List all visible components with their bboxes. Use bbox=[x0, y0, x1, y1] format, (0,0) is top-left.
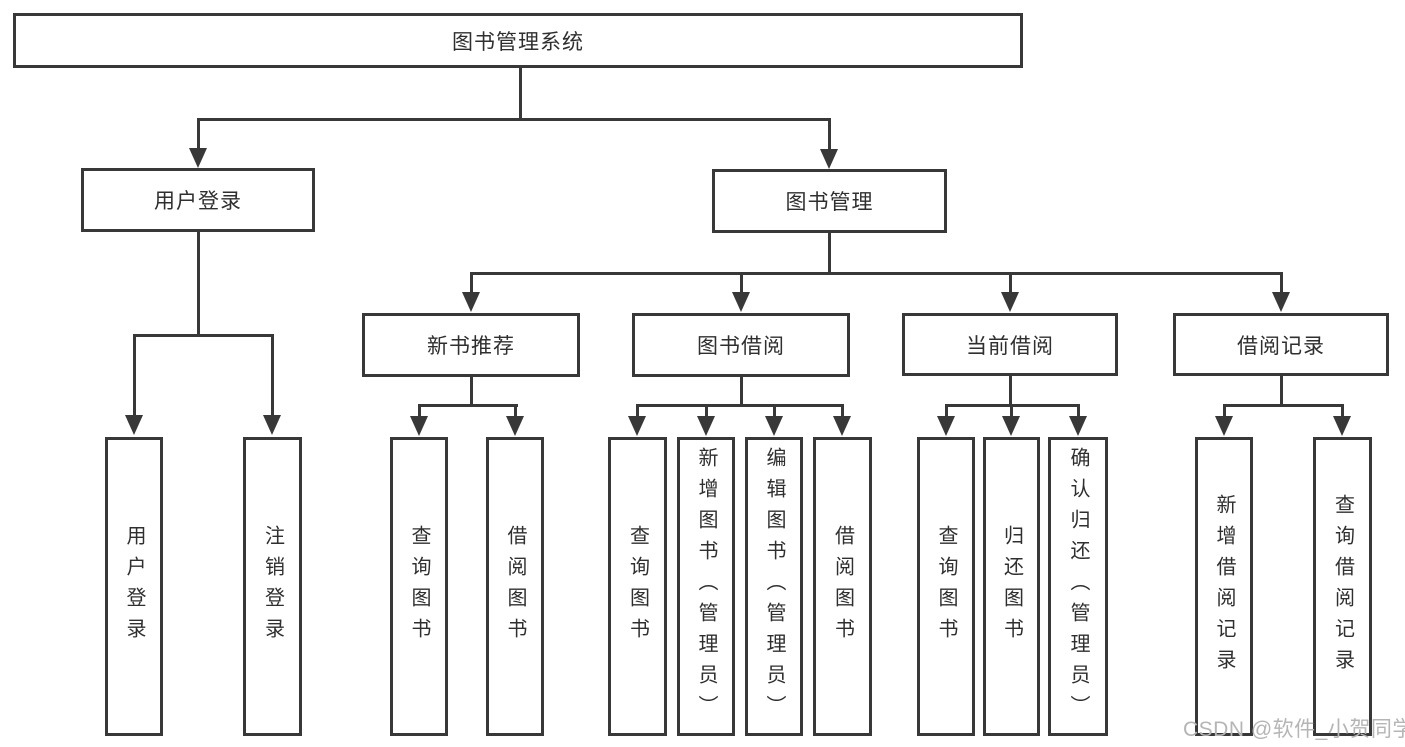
arrowhead-down bbox=[1272, 292, 1290, 312]
node-add-book-admin-label: 新增图书（管理员） bbox=[695, 447, 717, 726]
node-book-management: 图书管理 bbox=[712, 169, 947, 233]
node-query-books-recommend-label: 查询图书 bbox=[408, 524, 430, 649]
arrowhead-down bbox=[820, 149, 838, 169]
connector-vline bbox=[1009, 272, 1012, 294]
node-library-system: 图书管理系统 bbox=[13, 13, 1023, 68]
node-edit-book-admin-label: 编辑图书（管理员） bbox=[763, 447, 785, 726]
connector-vline bbox=[740, 272, 743, 294]
node-book-borrowing-label: 图书借阅 bbox=[697, 335, 785, 358]
arrowhead-down bbox=[189, 148, 207, 168]
connector-vline bbox=[636, 404, 639, 418]
connector-vline bbox=[514, 404, 517, 418]
node-add-borrow-record-label: 新增借阅记录 bbox=[1213, 493, 1235, 680]
csdn-watermark: CSDN @软件_小贺同学 bbox=[1183, 718, 1405, 741]
connector-vline bbox=[1223, 404, 1226, 418]
connector-vline bbox=[1010, 404, 1013, 418]
node-add-book-admin: 新增图书（管理员） bbox=[677, 437, 735, 736]
node-confirm-return-admin: 确认归还（管理员） bbox=[1048, 437, 1108, 736]
connector-vline bbox=[828, 118, 831, 151]
node-book-borrowing: 图书借阅 bbox=[632, 313, 850, 377]
arrowhead-down bbox=[410, 416, 428, 436]
connector-vline bbox=[271, 334, 274, 416]
node-borrow-books-borrowing: 借阅图书 bbox=[813, 437, 872, 736]
arrowhead-down bbox=[1215, 416, 1233, 436]
arrowhead-down bbox=[732, 292, 750, 312]
connector-vline bbox=[773, 404, 776, 418]
node-borrow-books-recommend: 借阅图书 bbox=[486, 437, 544, 736]
node-query-books-current-label: 查询图书 bbox=[935, 524, 957, 649]
connector-vline bbox=[1077, 404, 1080, 418]
connector-hline bbox=[133, 334, 274, 337]
node-return-book-label: 归还图书 bbox=[1000, 524, 1023, 649]
node-user-login-action-label: 用户登录 bbox=[123, 524, 145, 649]
node-borrow-books-borrowing-label: 借阅图书 bbox=[831, 524, 854, 649]
node-query-books-borrowing: 查询图书 bbox=[608, 437, 667, 736]
connector-hline bbox=[1223, 404, 1344, 407]
connector-vline bbox=[1280, 376, 1283, 407]
connector-vline bbox=[1341, 404, 1344, 418]
node-edit-book-admin: 编辑图书（管理员） bbox=[745, 437, 803, 736]
arrowhead-down bbox=[1001, 292, 1019, 312]
node-borrowing-records: 借阅记录 bbox=[1173, 313, 1389, 376]
arrowhead-down bbox=[1069, 416, 1087, 436]
node-query-books-current: 查询图书 bbox=[917, 437, 975, 736]
node-logout-action-label: 注销登录 bbox=[261, 524, 284, 649]
connector-vline bbox=[197, 118, 200, 150]
node-query-books-recommend: 查询图书 bbox=[390, 437, 448, 736]
arrowhead-down bbox=[697, 416, 715, 436]
node-query-books-borrowing-label: 查询图书 bbox=[626, 524, 649, 649]
node-add-borrow-record: 新增借阅记录 bbox=[1195, 437, 1253, 736]
connector-vline bbox=[1009, 376, 1012, 407]
node-new-book-recommendation: 新书推荐 bbox=[362, 313, 580, 377]
arrowhead-down bbox=[1002, 416, 1020, 436]
connector-vline bbox=[740, 377, 743, 407]
node-logout-action: 注销登录 bbox=[243, 437, 302, 736]
connector-vline bbox=[519, 68, 522, 120]
node-user-login: 用户登录 bbox=[81, 168, 315, 232]
arrowhead-down bbox=[765, 416, 783, 436]
connector-hline bbox=[636, 404, 844, 407]
connector-hline bbox=[197, 118, 831, 121]
arrowhead-down bbox=[462, 292, 480, 312]
connector-vline bbox=[470, 272, 473, 294]
connector-vline bbox=[828, 233, 831, 275]
arrowhead-down bbox=[125, 415, 143, 435]
connector-vline bbox=[705, 404, 708, 418]
arrowhead-down bbox=[506, 416, 524, 436]
node-user-login-label: 用户登录 bbox=[154, 190, 242, 213]
connector-vline bbox=[945, 404, 948, 418]
node-book-management-label: 图书管理 bbox=[785, 191, 874, 214]
connector-vline bbox=[1280, 272, 1283, 294]
arrowhead-down bbox=[263, 415, 281, 435]
node-user-login-action: 用户登录 bbox=[105, 437, 163, 736]
node-return-book: 归还图书 bbox=[983, 437, 1040, 736]
connector-vline bbox=[197, 232, 200, 337]
arrowhead-down bbox=[628, 416, 646, 436]
node-current-borrowing-label: 当前借阅 bbox=[966, 334, 1054, 358]
arrowhead-down bbox=[937, 416, 955, 436]
node-query-borrow-record: 查询借阅记录 bbox=[1313, 437, 1372, 736]
connector-vline bbox=[470, 377, 473, 407]
node-confirm-return-admin-label: 确认归还（管理员） bbox=[1067, 447, 1089, 726]
connector-vline bbox=[418, 404, 421, 418]
connector-vline bbox=[841, 404, 844, 418]
arrowhead-down bbox=[833, 416, 851, 436]
node-current-borrowing: 当前借阅 bbox=[902, 313, 1118, 376]
connector-hline bbox=[470, 272, 1283, 275]
arrowhead-down bbox=[1333, 416, 1351, 436]
connector-hline bbox=[418, 404, 518, 407]
node-new-book-recommendation-label: 新书推荐 bbox=[427, 335, 515, 358]
node-borrow-books-recommend-label: 借阅图书 bbox=[504, 524, 526, 649]
node-borrowing-records-label: 借阅记录 bbox=[1237, 334, 1325, 358]
connector-vline bbox=[133, 334, 136, 416]
node-query-borrow-record-label: 查询借阅记录 bbox=[1331, 493, 1354, 680]
node-library-system-label: 图书管理系统 bbox=[452, 30, 584, 54]
